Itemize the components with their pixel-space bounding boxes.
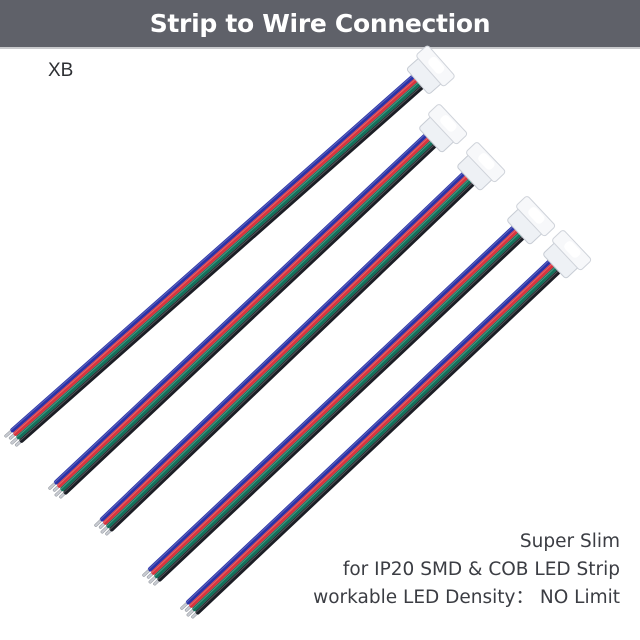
caption-line-2: for IP20 SMD & COB LED Strip <box>342 559 620 580</box>
product-caption: Super Slim for IP20 SMD & COB LED Strip … <box>313 528 620 612</box>
cable-assembly <box>142 196 556 586</box>
cable-assembly <box>4 45 455 447</box>
header-banner: Strip to Wire Connection <box>0 0 640 49</box>
page-title: Strip to Wire Connection <box>149 9 491 38</box>
caption-line-3: workable LED Density： NO Limit <box>313 587 620 608</box>
cable-assembly <box>180 230 592 619</box>
cable-assembly <box>48 104 468 499</box>
caption-line-1: Super Slim <box>519 531 620 552</box>
brand-label: XB <box>48 60 74 81</box>
cable-assembly <box>94 142 506 536</box>
